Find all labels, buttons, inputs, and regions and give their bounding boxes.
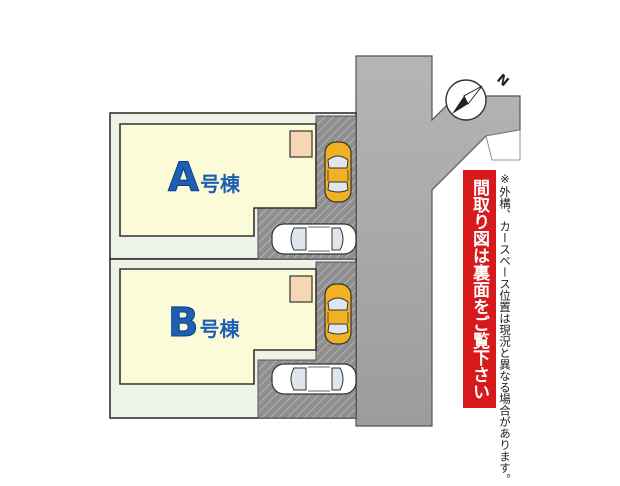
floorplan-notice-banner: 間取り図は裏面をご覧下さい (463, 170, 496, 408)
building-b (119, 268, 317, 385)
unit-b-letter: B (168, 300, 199, 346)
unit-a-suffix: 号棟 (199, 172, 240, 196)
car-white-a (271, 223, 357, 255)
car-yellow-a (324, 141, 352, 203)
unit-b-label: B 号棟 (168, 300, 240, 346)
unit-a-letter: A (168, 155, 200, 201)
road-edge (485, 129, 521, 161)
entrance-b (289, 275, 313, 303)
unit-a-label: A 号棟 (168, 155, 240, 201)
disclaimer-note: ※外構、カースペース位置は現況と異なる場合があります。 (498, 172, 512, 485)
unit-b-suffix: 号棟 (199, 317, 240, 341)
entrance-a (289, 130, 313, 158)
car-white-b (271, 363, 357, 395)
compass-north-label: N (493, 72, 511, 90)
building-a (119, 123, 317, 237)
car-yellow-b (324, 283, 352, 345)
